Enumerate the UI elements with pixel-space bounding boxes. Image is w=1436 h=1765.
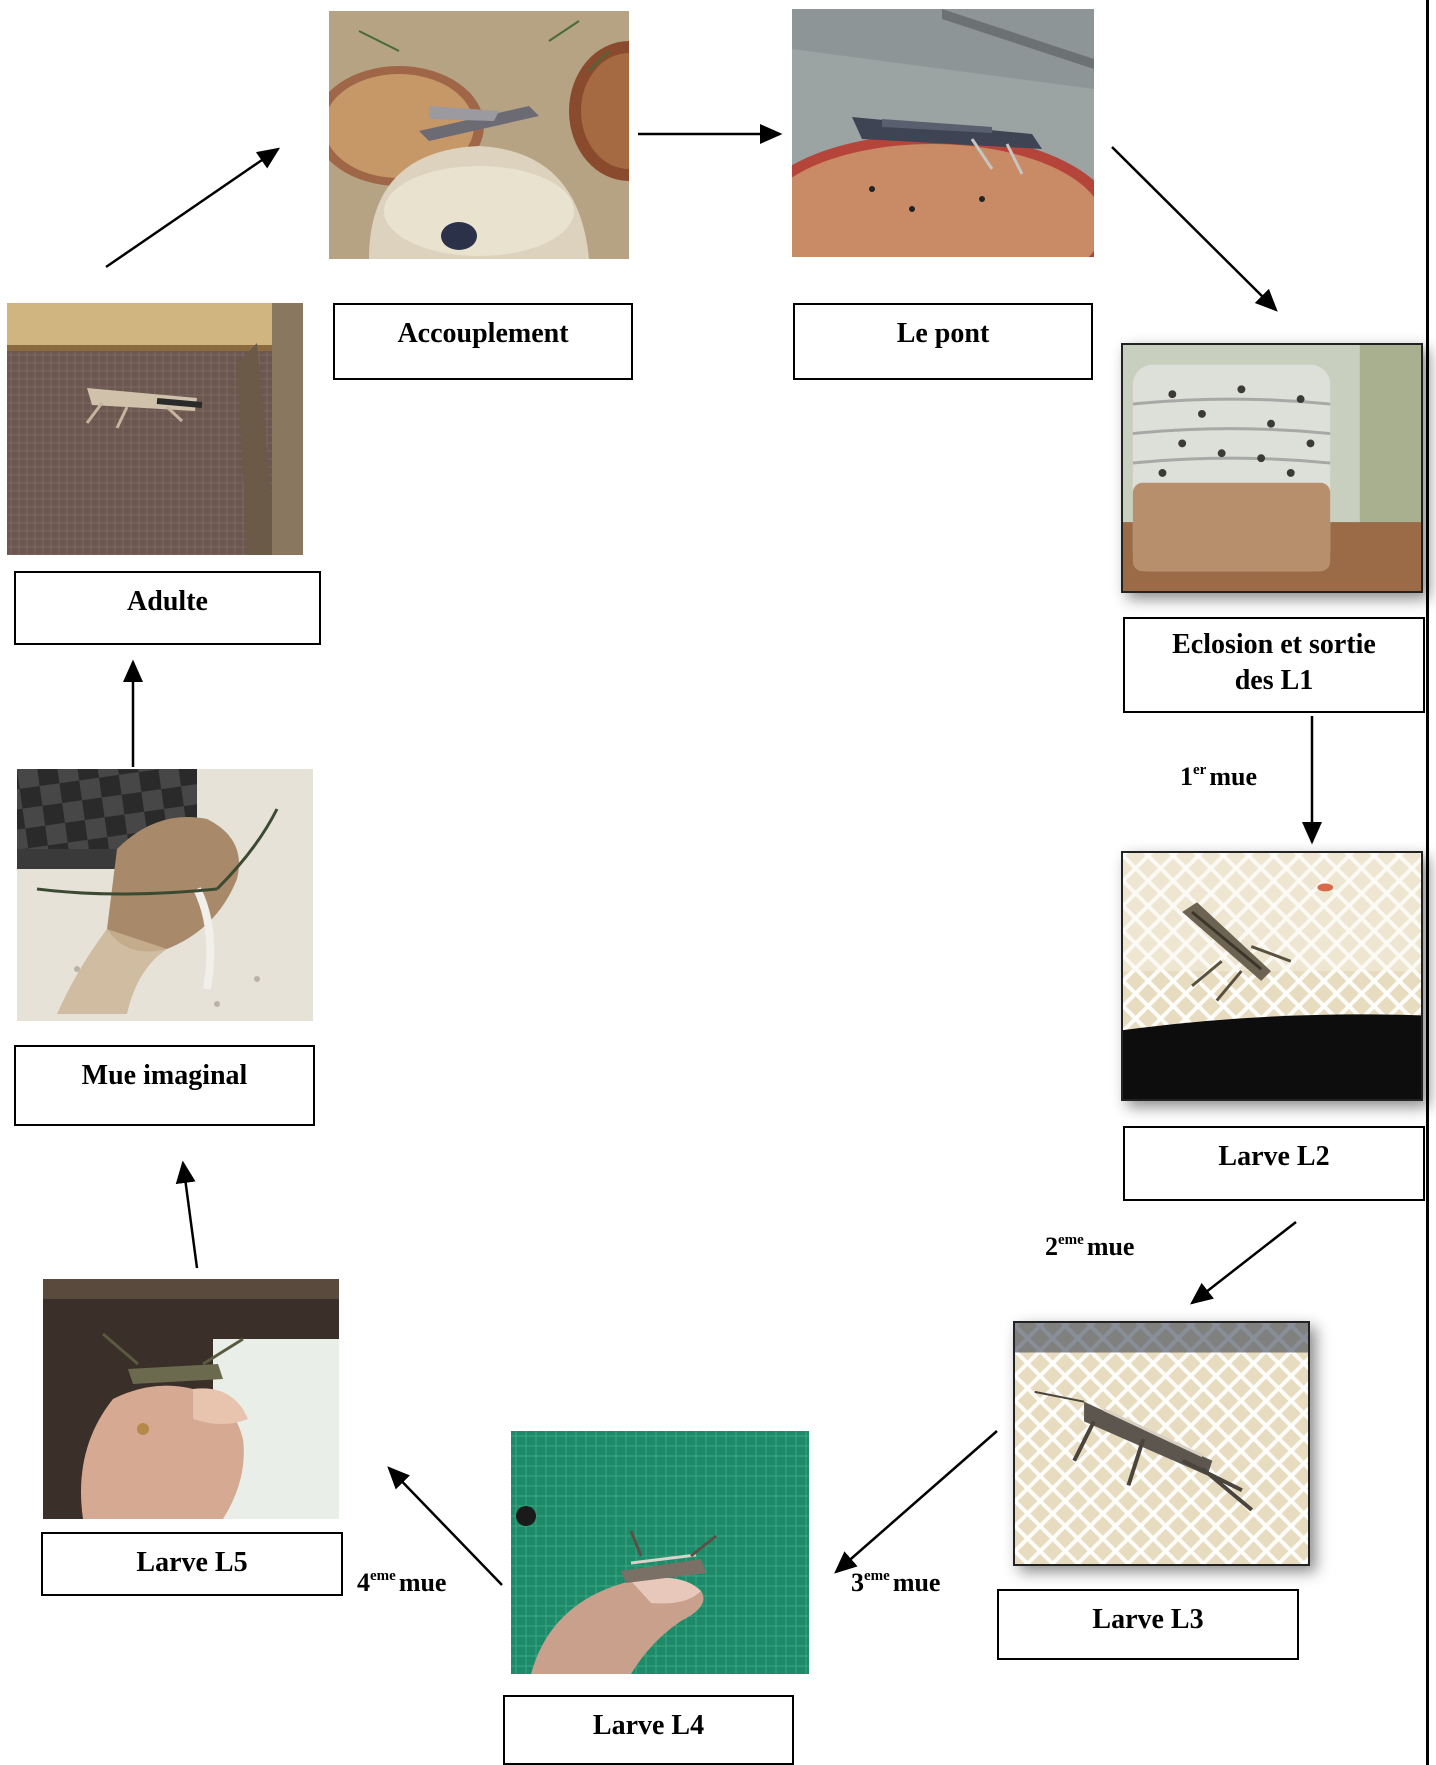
stage-label-eclosion: Eclosion et sortie des L1 [1123, 617, 1425, 713]
stage-label-larve-l4: Larve L4 [503, 1695, 794, 1765]
molt-4-suffix: eme [370, 1568, 396, 1584]
eclosion-line-1: Eclosion et sortie [1125, 627, 1423, 663]
molt-4-word: mue [399, 1568, 447, 1597]
arrow-icon [106, 149, 278, 267]
stage-label-accouplement: Accouplement [333, 303, 633, 380]
molt-1-suffix: er [1193, 762, 1206, 778]
stage-label-mue-imaginal: Mue imaginal [14, 1045, 315, 1126]
molt-3-number: 3 [851, 1568, 864, 1597]
molt-3-suffix: eme [864, 1568, 890, 1584]
arrow-icon [836, 1431, 997, 1572]
stage-label-larve-l2: Larve L2 [1123, 1126, 1425, 1201]
molt-2-number: 2 [1045, 1232, 1058, 1261]
stage-label-adulte: Adulte [14, 571, 321, 645]
molt-1-word: mue [1209, 762, 1257, 791]
molt-2-word: mue [1087, 1232, 1135, 1261]
arrow-icon [1192, 1222, 1296, 1303]
stage-label-ponte: Le pont [793, 303, 1093, 380]
molt-3-word: mue [893, 1568, 941, 1597]
eclosion-line-2: des L1 [1125, 663, 1423, 699]
arrow-icon [1112, 147, 1276, 310]
molt-1-number: 1 [1180, 762, 1193, 791]
molt-2-suffix: eme [1058, 1232, 1084, 1248]
stage-label-larve-l5: Larve L5 [41, 1532, 343, 1596]
molt-4-number: 4 [357, 1568, 370, 1597]
page-border-line [1426, 0, 1429, 1765]
stage-label-larve-l3: Larve L3 [997, 1589, 1299, 1660]
arrow-icon [183, 1163, 197, 1268]
